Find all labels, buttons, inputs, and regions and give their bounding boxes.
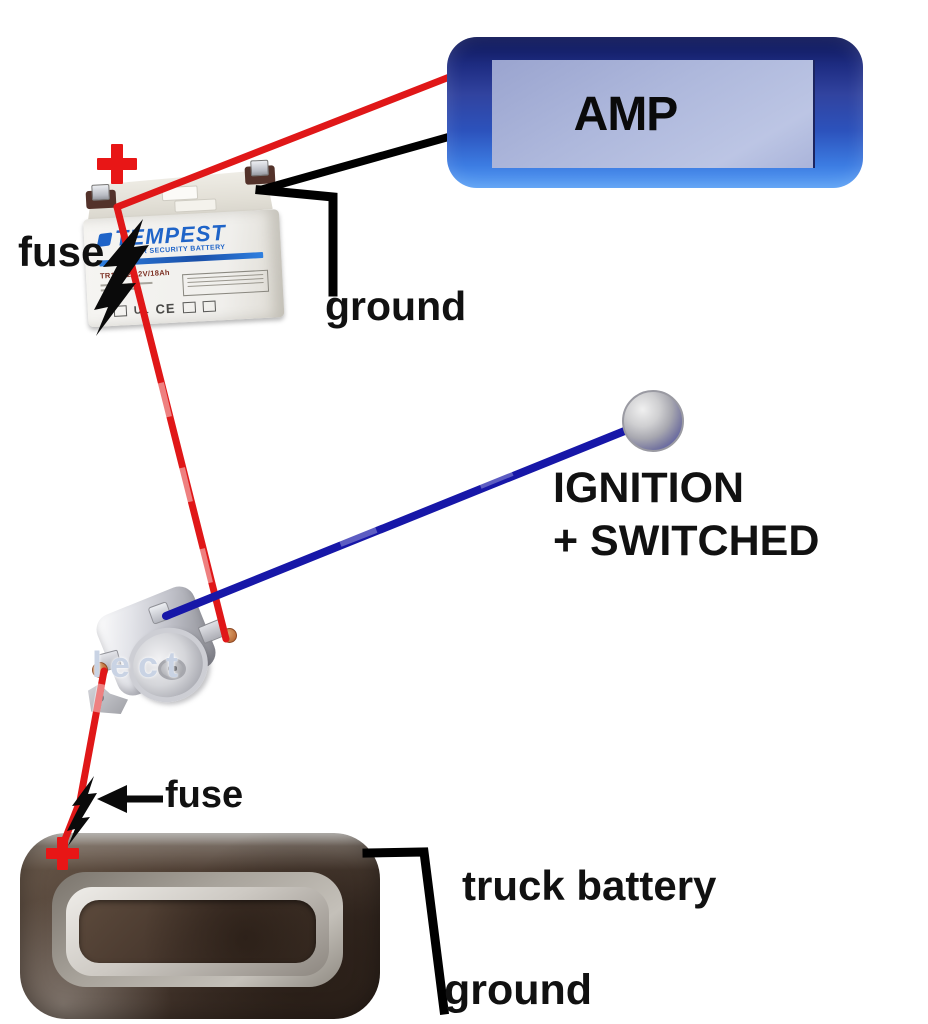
ignition-label-line1: IGNITION — [553, 464, 745, 512]
photo-watermark: lect — [92, 644, 187, 685]
battery-model: TR18-12 12V/18Ah — [99, 267, 171, 281]
aux-battery-vent-tab — [174, 198, 217, 213]
plus-icon — [46, 837, 79, 870]
battery-mark-icon — [182, 301, 196, 314]
truck-battery-label: truck battery — [462, 862, 717, 909]
ul-mark: UL — [133, 303, 149, 317]
fuse-label-top: fuse — [18, 228, 105, 275]
battery-fineprint-line — [100, 287, 141, 292]
wire-fade-artifacts — [338, 468, 514, 547]
solenoid-mount-hole — [96, 694, 104, 702]
aux-battery-negative-stud — [250, 159, 270, 177]
ignition-switched-label: IGNITION + SWITCHED — [553, 462, 819, 568]
solenoid-input-stud — [222, 628, 237, 643]
truck-battery — [20, 833, 380, 1019]
battery-fineprint-line — [100, 281, 153, 287]
truck-battery-outer-ring — [52, 872, 343, 987]
ground-label-top: ground — [325, 283, 467, 329]
amp-label: AMP — [573, 87, 679, 141]
amplifier: AMP — [447, 37, 863, 188]
ground-label-bottom: ground — [444, 966, 593, 1014]
amplifier-panel: AMP — [492, 60, 815, 168]
ce-mark: CE — [155, 300, 176, 317]
left-arrow-icon — [97, 785, 127, 813]
battery-caution-box — [182, 269, 270, 297]
ignition-switch-node — [622, 390, 684, 452]
solenoid-hub-slot — [168, 666, 177, 671]
solenoid-relay: lect — [88, 581, 238, 724]
aux-battery-front: TEMPEST POWER SECURITY BATTERY TR18-12 1… — [83, 209, 285, 328]
truck-battery-center — [79, 900, 316, 963]
truck-battery-inner-ring — [66, 887, 329, 976]
ignition-label-line2: + SWITCHED — [553, 517, 820, 565]
battery-mark-icon — [113, 305, 128, 317]
battery-cert-marks: UL CE — [113, 299, 216, 319]
aux-battery-positive-stud — [91, 183, 111, 201]
battery-mark-icon — [202, 300, 216, 313]
fuse-label-bottom: fuse — [165, 774, 244, 816]
plus-icon — [97, 144, 137, 184]
